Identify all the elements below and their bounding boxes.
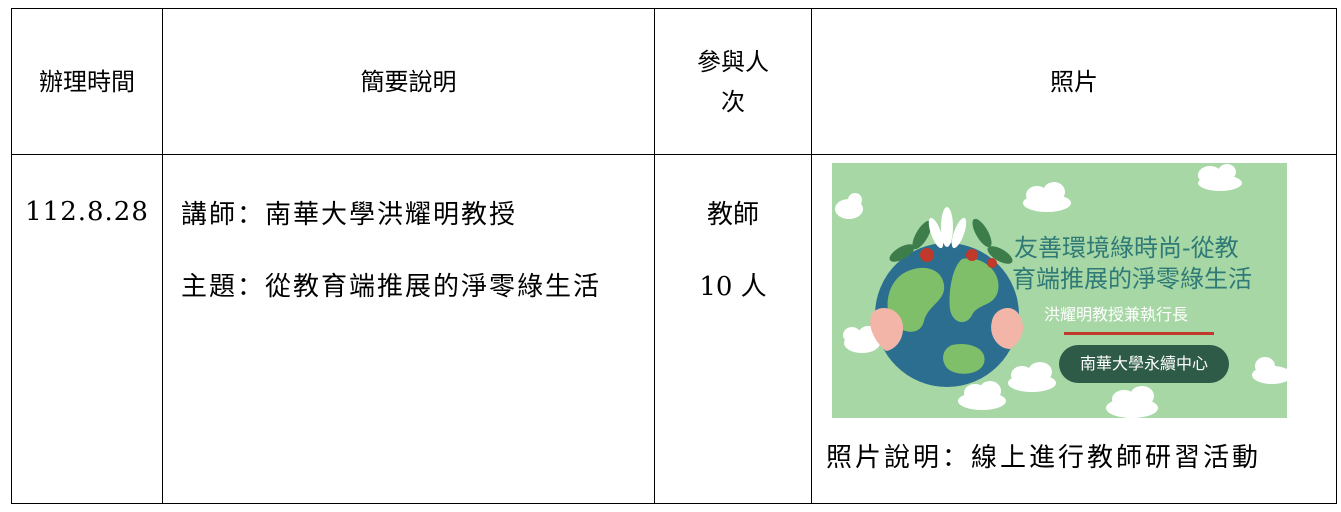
header-row: 辦理時間 簡要說明 參與人 次 照片	[11, 8, 1337, 155]
banner-title-line1: 友善環境綠時尚-從教	[1014, 234, 1239, 262]
cell-photo: 友善環境綠時尚-從教 育端推展的淨零綠生活 洪耀明教授兼執行長 南華大學永續中心…	[811, 154, 1337, 504]
event-banner-image: 友善環境綠時尚-從教 育端推展的淨零綠生活 洪耀明教授兼執行長 南華大學永續中心	[832, 163, 1287, 418]
activity-record-table: 辦理時間 簡要說明 參與人 次 照片 112.8.28 講師：南華大學洪耀明教授…	[11, 8, 1337, 504]
participant-count: 10 人	[699, 272, 767, 302]
header-participants: 參與人 次	[654, 8, 812, 155]
banner-speaker: 洪耀明教授兼執行長	[1044, 305, 1189, 324]
photo-caption: 照片說明：線上進行教師研習活動	[826, 443, 1262, 473]
header-date: 辦理時間	[11, 8, 163, 155]
banner-organization-badge: 南華大學永續中心	[1059, 345, 1229, 383]
cell-summary: 講師：南華大學洪耀明教授 主題：從教育端推展的淨零綠生活	[162, 154, 655, 504]
header-participants-line1: 參與人	[697, 47, 769, 76]
banner-title-line2: 育端推展的淨零綠生活	[1012, 265, 1252, 293]
banner-underline	[1064, 332, 1214, 335]
topic-text: 主題：從教育端推展的淨零綠生活	[181, 272, 602, 302]
cell-date: 112.8.28	[11, 154, 163, 504]
header-participants-line2: 次	[721, 87, 745, 116]
participant-type: 教師	[706, 200, 759, 230]
header-summary: 簡要說明	[162, 8, 655, 155]
table-row: 112.8.28 講師：南華大學洪耀明教授 主題：從教育端推展的淨零綠生活 教師…	[11, 154, 1337, 504]
header-photo: 照片	[811, 8, 1337, 155]
cell-participants: 教師 10 人	[654, 154, 812, 504]
banner-illustration	[835, 164, 1287, 418]
lecturer-text: 講師：南華大學洪耀明教授	[181, 200, 518, 230]
